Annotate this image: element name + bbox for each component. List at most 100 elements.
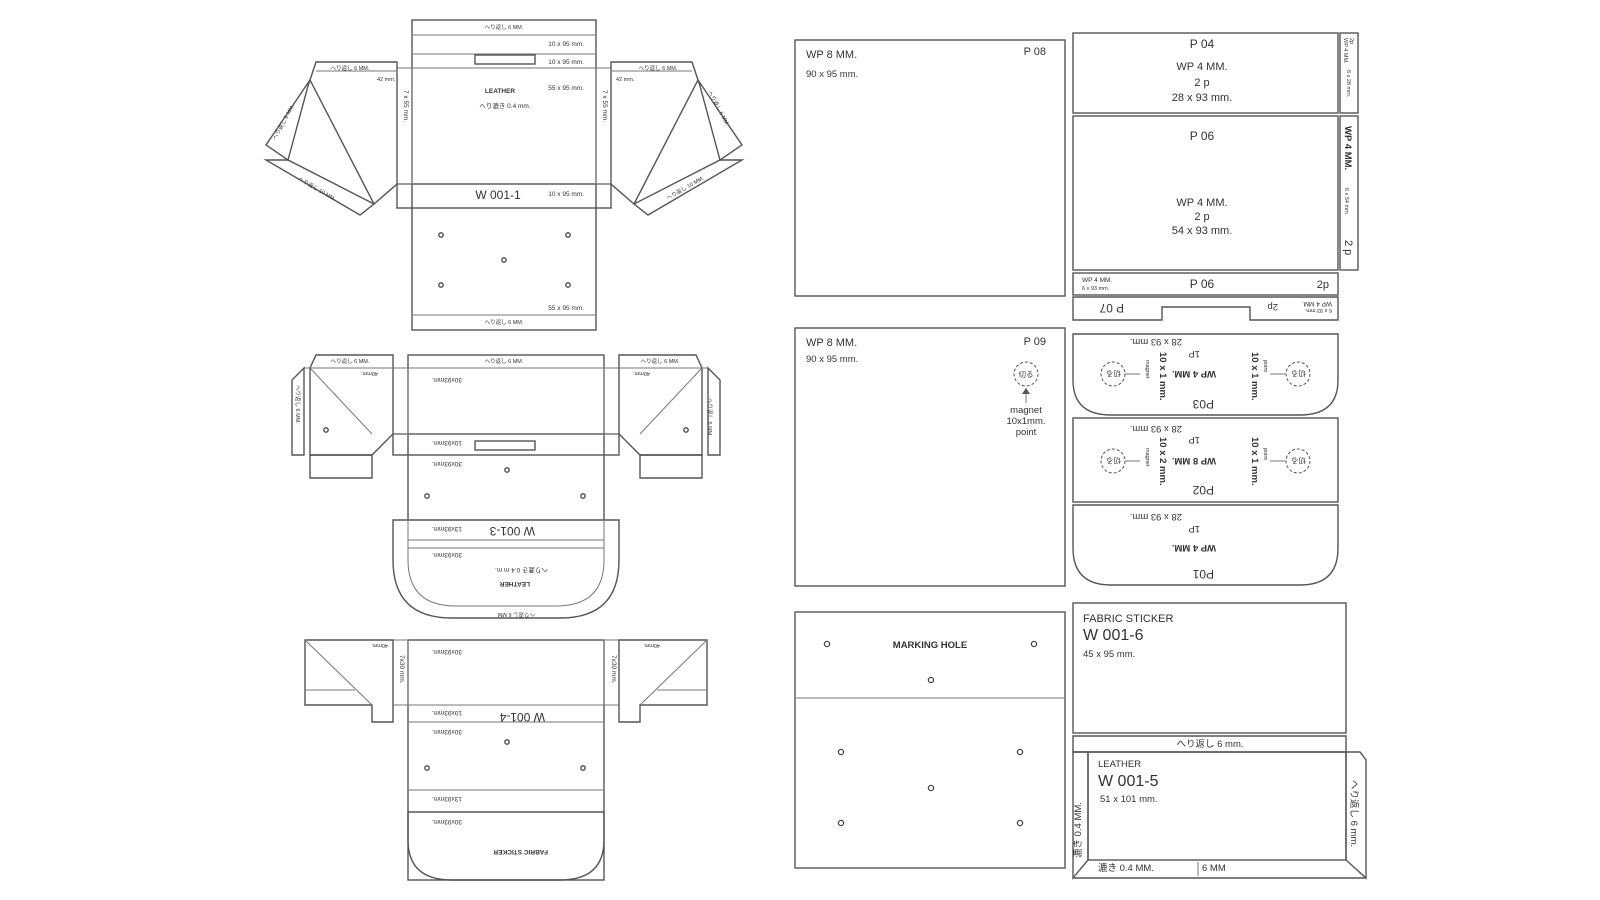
p04-side-dim: 6 x 28 mm. bbox=[1345, 70, 1351, 98]
w4-dim-b: 10x93mm. bbox=[431, 709, 462, 716]
w1-skive: へり漉き 0.4 mm. bbox=[479, 101, 530, 110]
p06-side-wp: WP 4 MM. bbox=[1342, 126, 1353, 170]
marking-hole-label: MARKING HOLE bbox=[893, 640, 967, 651]
w4-dim-e: 30x93mm. bbox=[431, 818, 462, 825]
p02-mag-r: 10 x 1 mm. bbox=[1249, 437, 1260, 486]
w3-dim-e: 30x93mm. bbox=[431, 551, 462, 558]
pattern-w001-3: へり返し 6 MM. 30x93mm. 10x93mm. 30x93mm. W … bbox=[291, 354, 721, 619]
panel-p04: P 04 WP 4 MM. 2 p 28 x 93 mm. WP 4 MM. 2… bbox=[1072, 32, 1359, 114]
w4-fabric: FABRIC STICKER bbox=[493, 848, 548, 855]
w4-outline bbox=[407, 639, 605, 881]
panel-p07: P 07 2p WP 4 MM. 6 x 93 mm. bbox=[1072, 296, 1339, 321]
pattern-w001-1: へり返し 6 MM. 10 x 95 mm. 10 x 95 mm. LEATH… bbox=[263, 19, 745, 331]
w4-dim-c: 30x93mm. bbox=[431, 728, 462, 735]
w3-hem-bottom: へり返し 6 MM. bbox=[496, 611, 535, 618]
panel-p02: 28 x 93 mm. 1P WP 8 MM. P02 切る 10 x 2 mm… bbox=[1072, 417, 1339, 503]
panel-p08: WP 8 MM. 90 x 95 mm. P 08 bbox=[794, 39, 1066, 297]
p02-id: P02 bbox=[1192, 483, 1214, 497]
w6-title: FABRIC STICKER bbox=[1083, 613, 1174, 625]
w1-flapL-42: 42 mm. bbox=[377, 77, 396, 83]
w5-hem-right: へり返し 6 mm. bbox=[1348, 780, 1360, 847]
p01-count: 1P bbox=[1188, 523, 1200, 534]
w3-flapL-hem: へり返し 6 MM. bbox=[331, 358, 370, 365]
w4-dim-a: 30x93mm. bbox=[431, 648, 462, 655]
p06-side-count: 2 p bbox=[1342, 240, 1354, 255]
p03-wp: WP 4 MM. bbox=[1172, 368, 1216, 379]
w4-dim-d: 13x93mm. bbox=[431, 795, 462, 802]
p06-wp: WP 4 MM. bbox=[1176, 197, 1227, 209]
w3-dim-a: 30x93mm. bbox=[431, 376, 462, 383]
w3-flapL-side: へり返し 6 MM. bbox=[294, 385, 301, 424]
w3-flapR-hem: へり返し 6 MM. bbox=[641, 358, 680, 365]
p03-count: 1P bbox=[1188, 348, 1200, 359]
w3-hem-top: へり返し 6 MM. bbox=[485, 358, 524, 365]
p03-mag-r: 10 x 1 mm. bbox=[1249, 352, 1260, 401]
p07-dim: 6 x 93 mm. bbox=[1304, 307, 1332, 313]
w1-hem-bottom: へり返し 6 MM. bbox=[485, 319, 524, 326]
p02-mag-point-r: point bbox=[1262, 448, 1268, 460]
w1-flapL-side: へり返し 6 MM. bbox=[272, 103, 297, 141]
p06b-dim: 6 x 93 mm. bbox=[1082, 286, 1110, 292]
w1-slot bbox=[474, 54, 536, 65]
p09-id: P 09 bbox=[1024, 336, 1046, 348]
p04-side-count: 2p bbox=[1348, 38, 1354, 44]
w1-hem-top: へり返し 6 MM. bbox=[485, 24, 524, 31]
w5-dim: 51 x 101 mm. bbox=[1100, 794, 1158, 805]
w4-side-right: 7x30 mm. bbox=[610, 655, 617, 684]
w1-leather: LEATHER bbox=[485, 88, 516, 95]
p07-id: P 07 bbox=[1099, 301, 1124, 315]
w4-side-left: 7x30 mm. bbox=[398, 655, 405, 684]
w3-flapR-side: へり返し 6 MM. bbox=[706, 398, 713, 437]
w6-dim: 45 x 95 mm. bbox=[1083, 649, 1135, 660]
p08-dim: 90 x 95 mm. bbox=[806, 69, 858, 80]
w3-pouch bbox=[392, 519, 620, 619]
w3-dim-c: 30x93mm. bbox=[431, 460, 462, 467]
panel-marking-hole: MARKING HOLE bbox=[794, 611, 1066, 869]
w1-flapR-hem: へり返し 6 MM. bbox=[639, 65, 678, 72]
w1-side-right-dim: 7 x 55 mm. bbox=[601, 90, 608, 122]
w1-flapR-42: 42 mm. bbox=[616, 77, 635, 83]
w5-hem-top: へり返し 6 mm. bbox=[1176, 738, 1243, 750]
p02-wp: WP 8 MM. bbox=[1172, 455, 1216, 466]
p01-wp: WP 4 MM. bbox=[1172, 542, 1216, 553]
panel-p06-strip: WP 4 MM. 6 x 93 mm. P 06 2p bbox=[1072, 272, 1339, 296]
w4-bottom-curve bbox=[407, 811, 605, 881]
p02-mag-word-l: magnet bbox=[1144, 448, 1150, 467]
p09-magnet: magnet bbox=[1010, 405, 1042, 416]
p03-mag-word-l: magnet bbox=[1144, 360, 1150, 379]
p09-wp: WP 8 MM. bbox=[806, 337, 857, 349]
p03-mag-point-r: point bbox=[1262, 360, 1268, 372]
pattern-w001-4: 30x93mm. 7x30 mm. 7x30 mm. W 001-4 10x93… bbox=[304, 639, 708, 881]
w1-dim-b: 10 x 95 mm. bbox=[548, 59, 584, 66]
w1-label: W 001-1 bbox=[475, 188, 521, 202]
p07-wp: WP 4 MM. bbox=[1302, 300, 1332, 307]
p09-magnet-cut bbox=[1013, 361, 1039, 387]
w6-label: W 001-6 bbox=[1083, 627, 1144, 644]
p06-id: P 06 bbox=[1190, 129, 1215, 143]
w1-dim-c: 55 x 95 mm. bbox=[548, 85, 584, 92]
w3-skive: へり漉き 0.4 m m. bbox=[495, 566, 548, 575]
w3-dim-b: 10x93mm. bbox=[431, 439, 462, 446]
w3-flapR-40: 40mm. bbox=[633, 370, 650, 376]
p02-cut-r: 切る bbox=[1291, 456, 1306, 465]
p09-magnet-dim: 10x1mm. bbox=[1006, 416, 1045, 427]
w5-leather: LEATHER bbox=[1098, 759, 1141, 770]
p03-dim: 28 x 93 mm. bbox=[1130, 336, 1182, 347]
w1-band bbox=[396, 183, 612, 209]
p01-dim: 28 x 93 mm. bbox=[1130, 511, 1182, 522]
p09-point: point bbox=[1016, 427, 1037, 438]
p02-mag-l: 10 x 2 mm. bbox=[1157, 437, 1168, 486]
p06b-wp: WP 4 MM. bbox=[1082, 277, 1112, 284]
p02-cut-l: 切る bbox=[1106, 456, 1121, 465]
p03-cut-l: 切る bbox=[1106, 369, 1121, 378]
w1-side-left-dim: 7 x 55 mm. bbox=[402, 90, 409, 122]
w1-dim-d: 10 x 95 mm. bbox=[548, 191, 584, 198]
w1-dim-e: 55 x 95 mm. bbox=[548, 305, 584, 312]
w3-label: W 001-3 bbox=[489, 524, 535, 538]
w4-flapL-40: 40mm. bbox=[371, 642, 388, 648]
panel-p06: P 06 WP 4 MM. 2 p 54 x 93 mm. WP 4 MM. 6… bbox=[1072, 115, 1359, 271]
panel-p09: WP 8 MM. 90 x 95 mm. P 09 切る magnet 10x1… bbox=[794, 327, 1066, 587]
w1-dim-a: 10 x 95 mm. bbox=[548, 41, 584, 48]
w5-label: W 001-5 bbox=[1098, 773, 1159, 790]
